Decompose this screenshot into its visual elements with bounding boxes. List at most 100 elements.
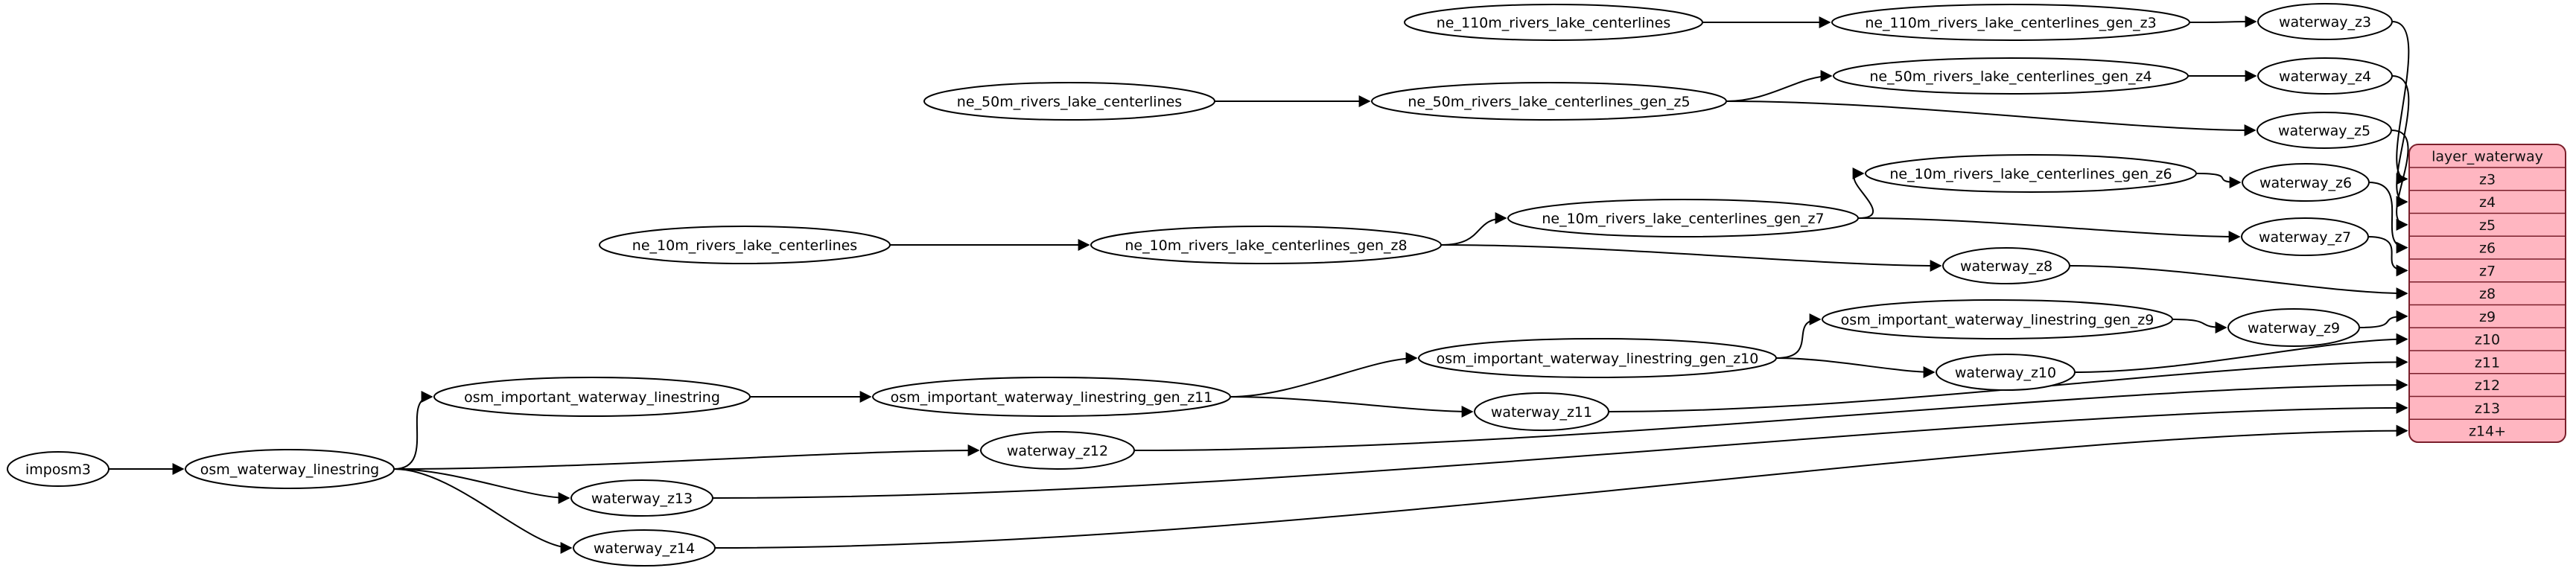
node-label-ne_50m_rivers_lake_centerlines_gen_z5: ne_50m_rivers_lake_centerlines_gen_z5 — [1408, 94, 1690, 110]
node-waterway_z7: waterway_z7 — [2241, 217, 2369, 256]
edge-waterway_z9-to-layer_waterway-z9 — [2359, 310, 2408, 328]
node-label-waterway_z7: waterway_z7 — [2259, 229, 2351, 246]
node-osm_important_waterway_linestring_gen_z9: osm_important_waterway_linestring_gen_z9 — [1822, 299, 2173, 339]
node-label-ne_10m_rivers_lake_centerlines_gen_z7: ne_10m_rivers_lake_centerlines_gen_z7 — [1542, 211, 1824, 227]
node-label-waterway_z12: waterway_z12 — [1007, 443, 1108, 459]
node-waterway_z5: waterway_z5 — [2257, 112, 2392, 149]
node-label-ne_110m_rivers_lake_centerlines: ne_110m_rivers_lake_centerlines — [1437, 15, 1671, 31]
node-ellipse-osm_important_waterway_linestring_gen_z10 — [1418, 338, 1777, 378]
node-ne_110m_rivers_lake_centerlines_gen_z3: ne_110m_rivers_lake_centerlines_gen_z3 — [1831, 4, 2190, 41]
edge-waterway_z5-to-layer_waterway-z5 — [2391, 130, 2409, 231]
node-ellipse-osm_important_waterway_linestring_gen_z9 — [1822, 299, 2173, 339]
node-label-ne_110m_rivers_lake_centerlines_gen_z3: ne_110m_rivers_lake_centerlines_gen_z3 — [1865, 15, 2156, 31]
node-label-waterway_z14: waterway_z14 — [594, 540, 695, 557]
layer-waterway-row-z12: z12 — [2475, 377, 2500, 394]
node-ne_50m_rivers_lake_centerlines: ne_50m_rivers_lake_centerlines — [923, 82, 1215, 121]
node-ellipse-ne_50m_rivers_lake_centerlines — [923, 82, 1215, 121]
layer-waterway-row-z13: z13 — [2475, 401, 2500, 417]
edge-osm_waterway_linestring-to-waterway_z12 — [393, 444, 980, 470]
node-label-waterway_z3: waterway_z3 — [2279, 14, 2371, 31]
node-ellipse-ne_50m_rivers_lake_centerlines_gen_z4 — [1833, 57, 2189, 95]
node-label-waterway_z10: waterway_z10 — [1955, 365, 2056, 381]
node-ellipse-waterway_z14 — [573, 529, 716, 567]
node-ellipse-ne_10m_rivers_lake_centerlines — [599, 226, 891, 264]
edge-ne_50m_rivers_lake_centerlines_gen_z5-to-ne_50m_rivers_lake_centerlines_gen_z4 — [1726, 70, 1833, 102]
edge-osm_waterway_linestring-to-osm_important_waterway_linestring — [393, 391, 433, 470]
node-ne_50m_rivers_lake_centerlines_gen_z5: ne_50m_rivers_lake_centerlines_gen_z5 — [1371, 82, 1727, 121]
node-ellipse-osm_waterway_linestring — [185, 449, 395, 489]
layer-waterway-row-z7: z7 — [2479, 263, 2496, 279]
node-ellipse-ne_10m_rivers_lake_centerlines_gen_z7 — [1507, 199, 1859, 237]
node-ne_10m_rivers_lake_centerlines_gen_z8: ne_10m_rivers_lake_centerlines_gen_z8 — [1090, 226, 1442, 264]
node-osm_important_waterway_linestring: osm_important_waterway_linestring — [433, 377, 751, 417]
node-label-waterway_z11: waterway_z11 — [1491, 404, 1592, 421]
edge-osm_important_waterway_linestring_gen_z10-to-osm_important_waterway_linestring_gen_z9 — [1775, 313, 1822, 359]
node-ellipse-ne_10m_rivers_lake_centerlines_gen_z6 — [1865, 154, 2197, 193]
layer-waterway-row-z11: z11 — [2475, 354, 2500, 371]
layer-waterway-row-z5: z5 — [2479, 217, 2496, 234]
node-ellipse-waterway_z4 — [2257, 57, 2393, 95]
node-label-ne_10m_rivers_lake_centerlines_gen_z6: ne_10m_rivers_lake_centerlines_gen_z6 — [1889, 166, 2172, 182]
node-ne_10m_rivers_lake_centerlines: ne_10m_rivers_lake_centerlines — [599, 226, 891, 264]
layer-waterway-row-z6: z6 — [2479, 240, 2496, 257]
edge-ne_10m_rivers_lake_centerlines_gen_z7-to-ne_10m_rivers_lake_centerlines_gen_z6 — [1852, 167, 1874, 219]
node-ellipse-imposm3 — [7, 451, 109, 487]
node-ellipse-waterway_z8 — [1942, 247, 2070, 284]
node-label-ne_50m_rivers_lake_centerlines_gen_z4: ne_50m_rivers_lake_centerlines_gen_z4 — [1869, 68, 2152, 85]
node-ne_10m_rivers_lake_centerlines_gen_z6: ne_10m_rivers_lake_centerlines_gen_z6 — [1865, 154, 2197, 193]
node-ellipse-waterway_z6 — [2242, 163, 2370, 202]
node-label-ne_10m_rivers_lake_centerlines: ne_10m_rivers_lake_centerlines — [632, 237, 857, 254]
node-ne_110m_rivers_lake_centerlines: ne_110m_rivers_lake_centerlines — [1404, 4, 1703, 41]
node-ellipse-waterway_z7 — [2241, 217, 2369, 256]
edge-osm_important_waterway_linestring_gen_z11-to-osm_important_waterway_linestring_gen_z10 — [1230, 352, 1418, 398]
node-imposm3: imposm3 — [7, 451, 109, 487]
layer-waterway-row-z4: z4 — [2479, 194, 2496, 211]
node-ellipse-waterway_z10 — [1936, 354, 2076, 391]
layer-waterway-title: layer_waterway — [2432, 149, 2543, 165]
node-waterway_z11: waterway_z11 — [1474, 392, 1609, 431]
node-label-imposm3: imposm3 — [25, 462, 91, 478]
node-waterway_z13: waterway_z13 — [570, 479, 713, 517]
edge-waterway_z6-to-layer_waterway-z6 — [2368, 182, 2408, 254]
edge-waterway_z13-to-layer_waterway-z13 — [712, 401, 2408, 499]
node-osm_waterway_linestring: osm_waterway_linestring — [185, 449, 395, 489]
node-ellipse-waterway_z9 — [2227, 308, 2360, 347]
node-waterway_z12: waterway_z12 — [980, 431, 1135, 470]
layer-waterway-box — [2408, 144, 2566, 443]
node-label-waterway_z8: waterway_z8 — [1960, 258, 2052, 275]
node-ellipse-osm_important_waterway_linestring — [433, 377, 751, 417]
node-label-ne_50m_rivers_lake_centerlines: ne_50m_rivers_lake_centerlines — [957, 94, 1182, 110]
node-ellipse-osm_important_waterway_linestring_gen_z11 — [872, 377, 1231, 417]
node-waterway_z10: waterway_z10 — [1936, 354, 2076, 391]
node-label-waterway_z6: waterway_z6 — [2259, 175, 2352, 191]
edge-waterway_z14-to-layer_waterway-z14+ — [714, 424, 2408, 549]
edge-osm_waterway_linestring-to-waterway_z13 — [393, 468, 570, 504]
layer-waterway-row-z8: z8 — [2479, 286, 2496, 302]
edge-waterway_z10-to-layer_waterway-z10 — [2074, 333, 2408, 373]
edge-waterway_z7-to-layer_waterway-z7 — [2367, 236, 2408, 277]
node-waterway_z8: waterway_z8 — [1942, 247, 2070, 284]
node-label-osm_important_waterway_linestring_gen_z11: osm_important_waterway_linestring_gen_z1… — [891, 389, 1213, 406]
node-label-osm_important_waterway_linestring_gen_z10: osm_important_waterway_linestring_gen_z1… — [1437, 351, 1759, 367]
node-ellipse-ne_10m_rivers_lake_centerlines_gen_z8 — [1090, 226, 1442, 264]
layer-waterway-row-z10: z10 — [2475, 332, 2500, 348]
node-ellipse-waterway_z5 — [2257, 112, 2392, 149]
layer-waterway-row-z3: z3 — [2479, 171, 2496, 188]
edge-ne_10m_rivers_lake_centerlines_gen_z8-to-waterway_z8 — [1440, 244, 1942, 272]
node-ne_10m_rivers_lake_centerlines_gen_z7: ne_10m_rivers_lake_centerlines_gen_z7 — [1507, 199, 1859, 237]
node-ne_50m_rivers_lake_centerlines_gen_z4: ne_50m_rivers_lake_centerlines_gen_z4 — [1833, 57, 2189, 95]
node-waterway_z6: waterway_z6 — [2242, 163, 2370, 202]
node-waterway_z3: waterway_z3 — [2257, 3, 2393, 40]
edge-osm_important_waterway_linestring_gen_z11-to-waterway_z11 — [1230, 396, 1474, 418]
edge-ne_10m_rivers_lake_centerlines_gen_z6-to-waterway_z6 — [2195, 173, 2242, 188]
node-waterway_z14: waterway_z14 — [573, 529, 716, 567]
node-ellipse-waterway_z13 — [570, 479, 713, 517]
edges-layer — [109, 16, 2410, 554]
nodes-layer: imposm3 osm_waterway_linestring osm_import… — [7, 3, 2566, 567]
edge-ne_10m_rivers_lake_centerlines_gen_z7-to-waterway_z7 — [1857, 217, 2241, 243]
layer-waterway-row-z9: z9 — [2479, 309, 2496, 325]
node-label-ne_10m_rivers_lake_centerlines_gen_z8: ne_10m_rivers_lake_centerlines_gen_z8 — [1125, 237, 1407, 254]
edge-osm_important_waterway_linestring_gen_z9-to-waterway_z9 — [2172, 319, 2227, 334]
